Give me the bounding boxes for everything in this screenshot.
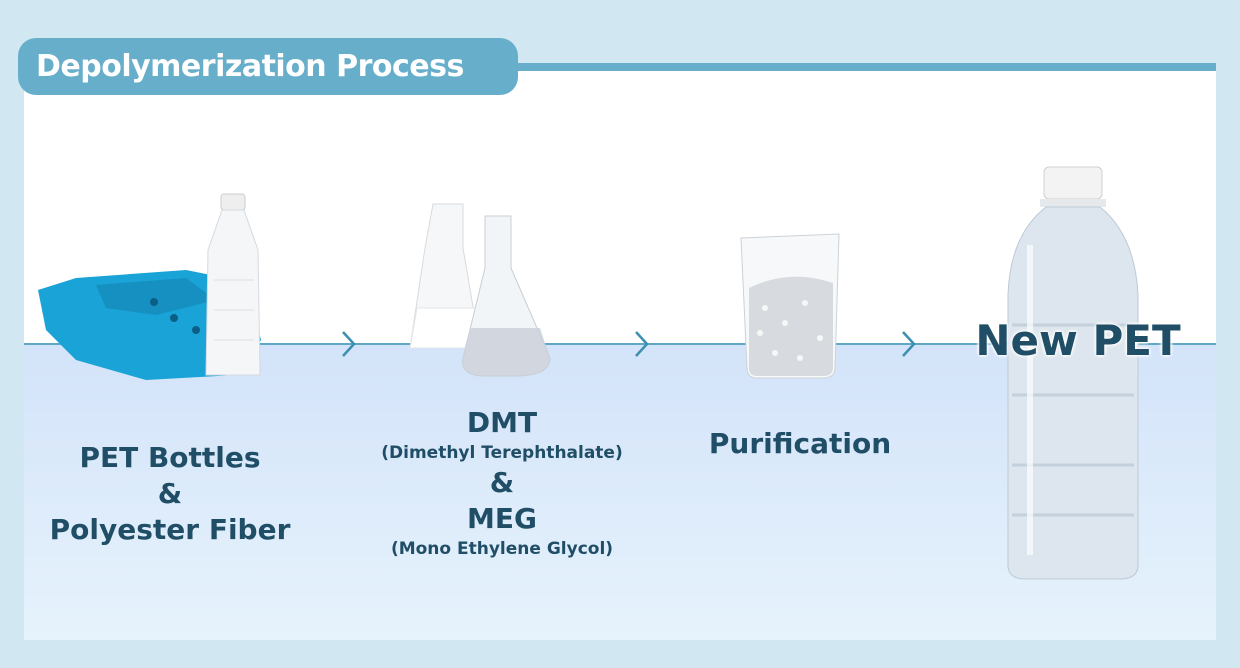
process-line [24,343,1216,345]
meg-title: MEG [467,502,537,535]
flasks-image [409,203,551,377]
new-pet-bottle-image [1007,166,1139,580]
title-rule [500,63,1216,71]
ampersand: & [489,466,515,499]
page-title: Depolymerization Process [18,38,518,95]
beaker-pellets-image [740,233,840,379]
step-purification-label: Purification [708,427,892,460]
meg-subtitle: (Mono Ethylene Glycol) [390,539,614,559]
chevron-right-icon [902,331,916,357]
step-new-pet-label: New PET [975,316,1181,365]
label-line: Polyester Fiber [49,513,291,546]
chevron-right-icon [635,331,649,357]
label-line: PET Bottles [79,441,261,474]
shirt-and-bottle-image [38,193,261,380]
label-line: & [157,477,183,510]
dmt-subtitle: (Dimethyl Terephthalate) [381,443,623,463]
step-dmt-meg-label: DMT (Dimethyl Terephthalate) & MEG (Mono… [381,405,623,561]
step-pet-bottles-label: PET Bottles & Polyester Fiber [50,440,291,548]
chevron-right-icon [342,331,356,357]
dmt-title: DMT [466,406,538,439]
